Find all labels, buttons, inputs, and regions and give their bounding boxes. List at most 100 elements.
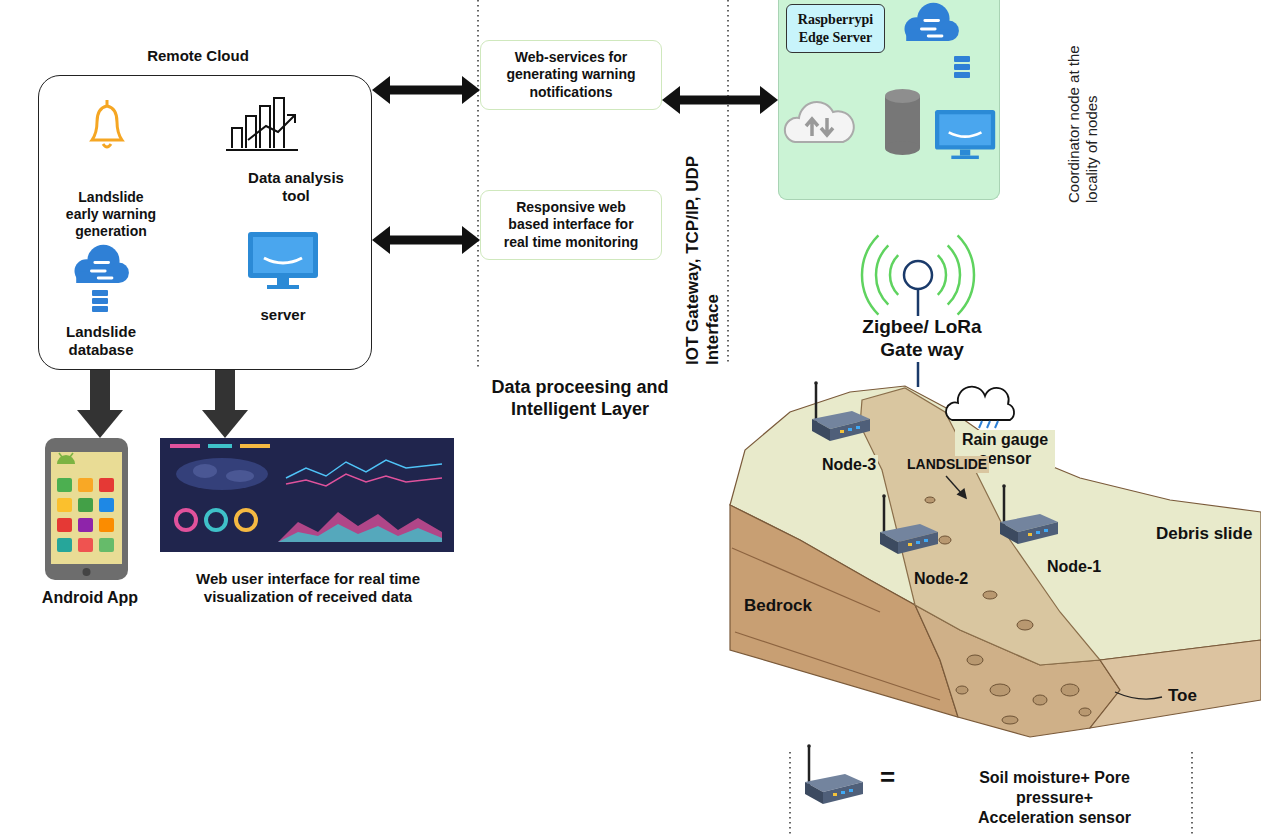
phone-picture <box>57 498 72 512</box>
debris-rocks <box>939 536 951 544</box>
rain-gauge-icon <box>946 387 1014 428</box>
cloud-icon <box>905 3 959 41</box>
phone-picture <box>45 438 128 580</box>
debris-rocks <box>956 686 968 694</box>
region-label: Toe <box>1166 686 1199 706</box>
phone-picture <box>57 478 72 492</box>
strata-lines <box>735 632 940 700</box>
phone-picture <box>78 498 93 512</box>
panel-heading: Remote Cloud <box>138 47 258 65</box>
rain-gauge-icon <box>946 387 1014 420</box>
phone-picture <box>78 538 93 552</box>
dashboard-picture <box>226 470 254 482</box>
monitor-icon <box>248 232 318 289</box>
sync-cloud-icon <box>806 119 818 136</box>
storage-icon <box>885 141 920 155</box>
database-icon <box>92 290 108 312</box>
dotted-separator <box>1191 752 1193 837</box>
phone-picture <box>99 478 114 492</box>
phone-picture <box>57 455 75 464</box>
debris-rocks <box>1002 716 1018 724</box>
edge-server-box: Raspberrypi Edge Server <box>786 4 885 53</box>
wireless-waves <box>890 255 898 295</box>
phone-picture <box>99 538 114 552</box>
dashboard-screen: Web user interface for real time visuali… <box>158 438 458 620</box>
storage-icon <box>885 89 920 155</box>
thick-arrow <box>680 96 760 105</box>
chart-icon <box>226 98 298 150</box>
thick-arrow <box>390 86 462 95</box>
region-label: Bedrock <box>742 596 814 616</box>
dashboard-picture <box>286 460 442 478</box>
terrain-block <box>730 386 1261 737</box>
dashboard-picture <box>208 444 232 448</box>
dashboard-picture <box>160 438 454 552</box>
node-label: Node-2 <box>912 569 970 588</box>
box-label: Responsive web based interface for real … <box>499 199 643 250</box>
thick-arrow <box>215 370 235 410</box>
debris-rocks <box>967 655 983 665</box>
dotted-separator <box>789 752 791 837</box>
phone-picture <box>59 453 62 457</box>
terrain-block <box>860 388 1100 665</box>
coordinator-fill <box>778 0 1000 20</box>
bell-icon <box>106 100 109 106</box>
sensor-node-icon <box>812 381 870 441</box>
layer-caption: Data proceesing and Intelligent Layer <box>460 377 700 420</box>
debris-rocks <box>925 497 935 503</box>
chart-icon <box>287 115 295 123</box>
gateway-label: Zigbee/ LoRa Gate way <box>850 316 994 362</box>
debris-rocks <box>1017 620 1033 630</box>
sensor-node-icon <box>880 494 938 554</box>
service-box: Web-services for generating warning noti… <box>480 40 662 110</box>
dashboard-picture <box>240 444 270 448</box>
thick-arrow <box>390 236 462 245</box>
phone-picture <box>99 498 114 512</box>
database-icon <box>954 56 970 78</box>
region-label: LANDSLIDE <box>905 456 989 473</box>
dotted-separator <box>727 0 729 365</box>
dashboard-picture <box>193 464 217 478</box>
debris-rocks <box>983 591 997 599</box>
debris-rocks <box>1033 695 1047 705</box>
rain-gauge-icon <box>979 421 998 428</box>
thick-arrow <box>90 370 110 410</box>
chart-icon <box>232 98 284 148</box>
leader-arrow <box>958 489 966 498</box>
dashboard-picture <box>176 510 196 530</box>
debris-rocks <box>990 684 1010 696</box>
bell-icon <box>103 144 111 147</box>
legend-text: Soil moisture+ Pore pressure+ Accelerati… <box>972 768 1137 828</box>
gateway-antenna <box>904 261 932 387</box>
coordinator-fill <box>778 0 1000 200</box>
cloud-icon <box>75 245 129 283</box>
icon-caption: Landslide database <box>56 323 146 360</box>
terrain-block <box>1090 640 1261 728</box>
leader-arrow <box>946 476 962 494</box>
leader-arrow <box>946 476 966 498</box>
icon-caption: server <box>243 306 323 324</box>
gateway-antenna <box>917 289 920 387</box>
phone-picture <box>51 452 122 564</box>
phone-picture <box>45 438 128 580</box>
phone-picture <box>78 478 93 492</box>
wireless-waves <box>958 235 974 314</box>
phone-picture <box>83 568 91 576</box>
dashboard-picture <box>236 510 256 530</box>
strata-lines <box>732 548 940 700</box>
debris-rocks <box>1061 684 1079 696</box>
vertical-caption: Coordinator node at the locality of node… <box>1065 13 1102 203</box>
sync-cloud-icon <box>785 102 854 142</box>
chart-icon <box>248 116 294 140</box>
dotted-separator <box>477 0 479 370</box>
icon-caption: Data analysis tool <box>241 169 351 206</box>
sensor-node-icon <box>1000 484 1058 544</box>
phone-picture <box>70 453 73 457</box>
dashboard-picture <box>278 512 442 542</box>
wireless-waves <box>948 245 960 304</box>
node-label: Node-3 <box>820 455 878 474</box>
dashboard-picture <box>278 524 442 542</box>
sensor-label: Rain gauge sensor <box>955 430 1055 468</box>
